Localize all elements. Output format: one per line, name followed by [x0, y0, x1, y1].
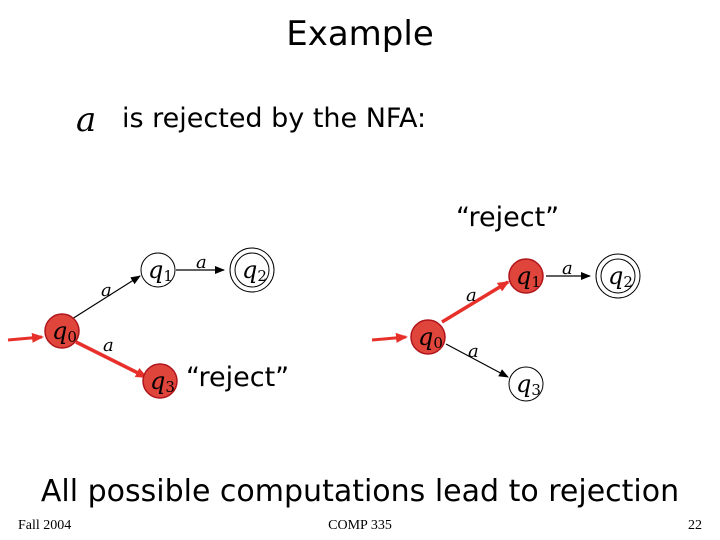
start-arrow — [371, 332, 408, 343]
edge-label: a — [466, 285, 477, 306]
reject-label-left-diagram: “reject” — [186, 362, 290, 393]
state-q1: q1 — [508, 258, 544, 294]
state-subscript: 0 — [67, 328, 77, 346]
state-name: q — [608, 262, 623, 290]
svg-text:q1: q1 — [148, 256, 173, 285]
svg-text:q0: q0 — [418, 323, 443, 352]
state-q0: q0 — [44, 313, 80, 349]
start-arrow — [7, 332, 44, 343]
edge-label: a — [562, 258, 573, 279]
state-q0: q0 — [410, 319, 446, 355]
svg-text:q3: q3 — [150, 367, 175, 396]
edge-q0-q3 — [75, 340, 148, 379]
state-subscript: 1 — [531, 273, 541, 291]
input-symbol: a — [76, 100, 97, 140]
edge-label: a — [468, 341, 479, 362]
state-name: q — [418, 323, 433, 351]
conclusion-text: All possible computations lead to reject… — [40, 474, 680, 509]
state-name: q — [150, 367, 165, 395]
state-q3: q3 — [508, 366, 544, 402]
edge-label: a — [101, 280, 112, 301]
state-subscript: 3 — [165, 378, 175, 396]
footer-course: COMP 335 — [328, 518, 392, 533]
svg-text:q0: q0 — [52, 317, 77, 346]
edge-label: a — [196, 252, 207, 273]
edge-q0-q3 — [445, 343, 509, 378]
state-q3: q3 — [142, 363, 178, 399]
state-name: q — [52, 317, 67, 345]
edge-q0-q1 — [71, 275, 141, 320]
state-name: q — [148, 256, 163, 284]
nfa-diagram-right: a a a q0 q1 q2 q3 — [371, 253, 641, 402]
slide-title: Example — [286, 14, 434, 54]
svg-text:q2: q2 — [242, 256, 267, 285]
state-name: q — [242, 256, 257, 284]
svg-text:q2: q2 — [608, 262, 633, 291]
state-subscript: 2 — [257, 267, 267, 285]
edge-q0-q1 — [441, 280, 510, 324]
state-q2-final: q2 — [595, 253, 641, 299]
state-subscript: 0 — [433, 334, 443, 352]
state-q1: q1 — [140, 252, 176, 288]
state-q2-final: q2 — [229, 247, 275, 293]
state-subscript: 1 — [163, 267, 173, 285]
svg-text:q1: q1 — [516, 262, 541, 291]
intro-text: is rejected by the NFA: — [122, 103, 427, 134]
footer-page-number: 22 — [688, 518, 702, 533]
nfa-diagram-left: a a a q0 q1 q2 q3 — [7, 247, 275, 399]
state-name: q — [516, 370, 531, 398]
state-subscript: 2 — [623, 273, 633, 291]
state-subscript: 3 — [531, 381, 541, 399]
footer-term: Fall 2004 — [18, 518, 72, 533]
reject-label-right-diagram: “reject” — [456, 202, 560, 233]
edge-label: a — [103, 335, 114, 356]
svg-text:q3: q3 — [516, 370, 541, 399]
state-name: q — [516, 262, 531, 290]
